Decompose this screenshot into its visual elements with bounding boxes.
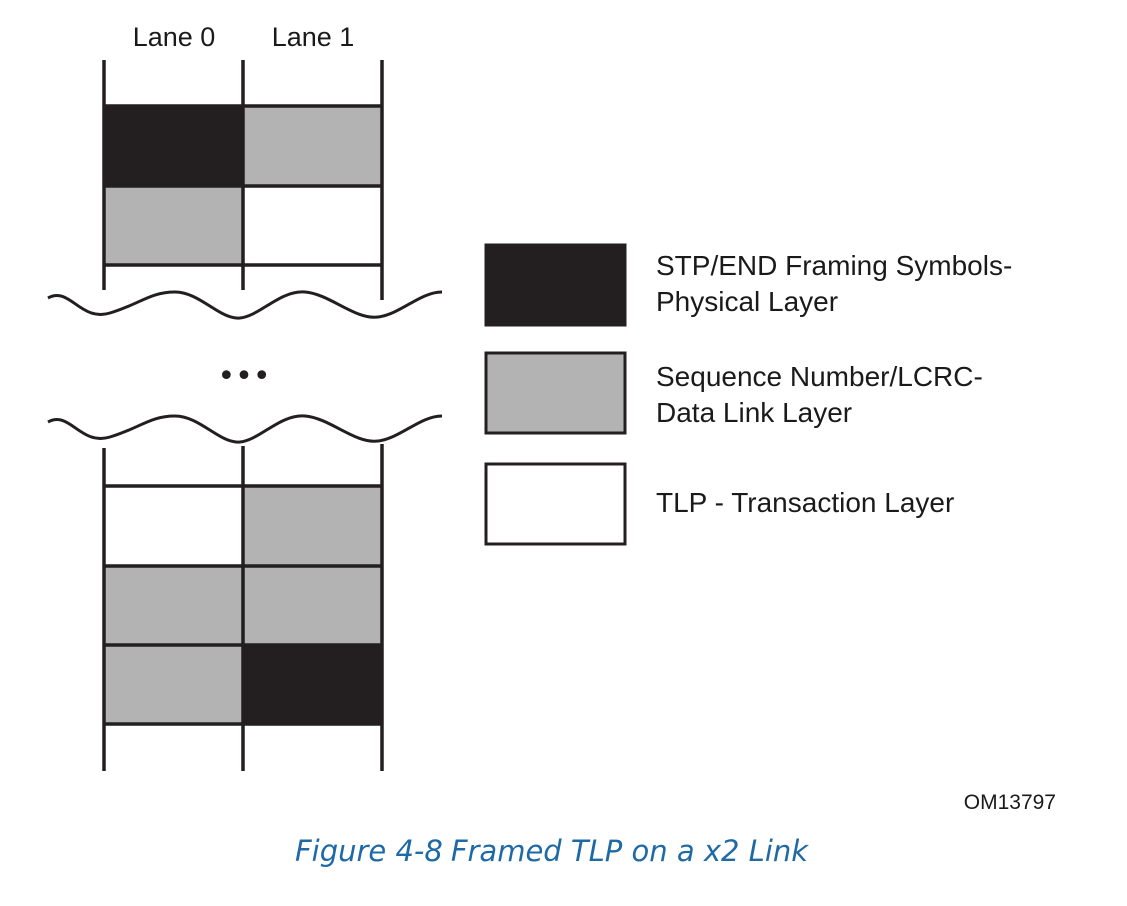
lane-0-label: Lane 0 — [133, 22, 216, 52]
top-cell-r1-lane1 — [243, 186, 382, 265]
legend: STP/END Framing Symbols- Physical Layer … — [484, 243, 1012, 546]
break-wave-top — [47, 290, 443, 320]
legend-label-framing-line1: STP/END Framing Symbols- — [656, 250, 1012, 281]
ellipsis: ••• — [217, 359, 270, 394]
lane-grid — [102, 60, 384, 771]
top-cell-r1-lane0 — [104, 186, 243, 265]
legend-label-data-link-line2: Data Link Layer — [656, 397, 852, 428]
bottom-cell-r2-lane0 — [104, 645, 243, 724]
bottom-cell-r2-lane1 — [243, 645, 382, 724]
top-cell-r0-lane0 — [104, 106, 243, 186]
bottom-cell-r1-lane0 — [104, 566, 243, 645]
legend-label-framing-line2: Physical Layer — [656, 286, 838, 317]
figure-number: Figure 4-8 — [294, 834, 443, 868]
bottom-cell-r0-lane0 — [104, 486, 243, 566]
top-cell-r0-lane1 — [243, 106, 382, 186]
legend-swatch-framing — [484, 243, 627, 327]
legend-label-data-link-line1: Sequence Number/LCRC- — [656, 361, 983, 392]
legend-label-transaction-line1: TLP - Transaction Layer — [656, 487, 954, 518]
bottom-cell-r0-lane1 — [243, 486, 382, 566]
figure-title: Framed TLP on a x2 Link — [450, 834, 809, 868]
figure-code: OM13797 — [964, 791, 1056, 814]
legend-swatch-data-link — [484, 351, 627, 435]
bottom-cell-r1-lane1 — [243, 566, 382, 645]
legend-swatch-transaction — [484, 462, 627, 546]
break-wave-bottom — [47, 414, 443, 444]
lane-1-label: Lane 1 — [272, 22, 355, 52]
